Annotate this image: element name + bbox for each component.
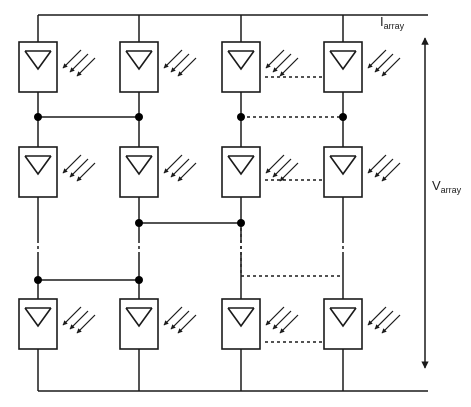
junction-dot xyxy=(237,219,245,227)
pv-cell-icon xyxy=(18,298,96,350)
incident-light-arrows-icon xyxy=(367,49,401,77)
pv-cell-icon xyxy=(18,146,96,198)
svg-text:Varray: Varray xyxy=(432,178,462,195)
incident-light-arrows-icon xyxy=(163,154,197,182)
voltage-label-sub: array xyxy=(441,185,462,195)
pv-cell-icon xyxy=(323,298,401,350)
incident-light-arrows-icon xyxy=(265,49,299,77)
current-label: Iarray xyxy=(380,14,405,31)
junction-dot xyxy=(135,276,143,284)
junction-dot xyxy=(339,113,347,121)
incident-light-arrows-icon xyxy=(265,306,299,334)
voltage-label-main: V xyxy=(432,178,441,193)
cross-ties xyxy=(38,76,343,343)
current-label-main: I xyxy=(380,14,384,29)
pv-cell-icon xyxy=(119,146,197,198)
pv-panels xyxy=(18,41,401,350)
junction-dot xyxy=(237,113,245,121)
junction-dot xyxy=(34,276,42,284)
junction-dots xyxy=(34,113,347,284)
incident-light-arrows-icon xyxy=(265,154,299,182)
incident-light-arrows-icon xyxy=(62,306,96,334)
junction-dot xyxy=(135,113,143,121)
pv-cell-icon xyxy=(221,298,299,350)
pv-cell-icon xyxy=(18,41,96,93)
junction-dot xyxy=(135,219,143,227)
junction-dot xyxy=(34,113,42,121)
incident-light-arrows-icon xyxy=(163,49,197,77)
column-wires xyxy=(37,15,344,391)
current-label-sub: array xyxy=(384,21,405,31)
pv-cell-icon xyxy=(119,298,197,350)
pv-cell-icon xyxy=(119,41,197,93)
svg-text:Iarray: Iarray xyxy=(380,14,405,31)
voltage-label: Varray xyxy=(432,178,462,195)
incident-light-arrows-icon xyxy=(367,306,401,334)
pv-cell-icon xyxy=(221,41,299,93)
pv-cell-icon xyxy=(323,41,401,93)
incident-light-arrows-icon xyxy=(367,154,401,182)
incident-light-arrows-icon xyxy=(62,154,96,182)
incident-light-arrows-icon xyxy=(163,306,197,334)
pv-cell-icon xyxy=(323,146,401,198)
pv-cell-icon xyxy=(221,146,299,198)
incident-light-arrows-icon xyxy=(62,49,96,77)
